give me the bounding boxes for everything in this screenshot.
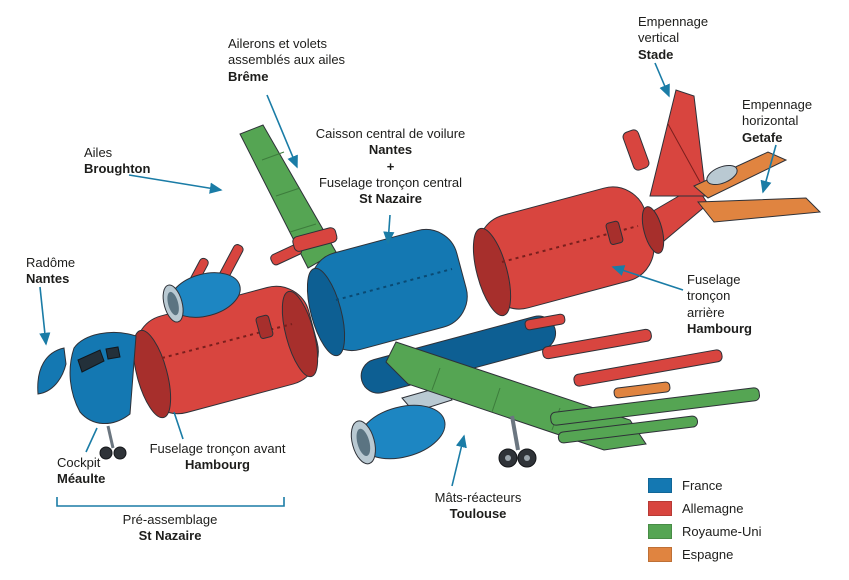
legend-item-france: France [648, 478, 761, 493]
flap-parts-right [524, 313, 760, 444]
engine-part-2 [350, 404, 446, 465]
legend-item-allemagne: Allemagne [648, 501, 761, 516]
label-cockpit-meaulte: Cockpit Méaulte [57, 455, 106, 487]
label-radome-nantes: Radôme Nantes [26, 255, 76, 287]
horizontal-stabilizer-part [693, 151, 822, 223]
vertical-stabilizer-part [622, 89, 707, 197]
legend-item-espagne: Espagne [648, 547, 761, 562]
label-empennage-horizontal-getafe: Empennage horizontal Getafe [742, 97, 813, 145]
landing-gear-part [498, 415, 537, 468]
engine-part-1 [162, 272, 241, 323]
legend-swatch-france [648, 478, 672, 493]
label-fuselage-arriere-hambourg: Fuselage tronçon arrière Hambourg [687, 272, 752, 336]
legend-swatch-royaume-uni [648, 524, 672, 539]
legend-swatch-espagne [648, 547, 672, 562]
label-ailerons-breme: Ailerons et volets assemblés aux ailes B… [228, 36, 346, 84]
label-preassemblage-st-nazaire: Pré-assemblage St Nazaire [122, 512, 218, 544]
pre-assembly-bracket [56, 497, 285, 507]
legend: France Allemagne Royaume-Uni Espagne [648, 478, 761, 570]
label-caisson-central: Caisson central de voilure Nantes + Fuse… [315, 126, 466, 206]
flap-parts-left [180, 227, 338, 303]
cockpit-part [69, 331, 137, 460]
rear-fuselage-part [472, 186, 655, 317]
label-ailes-broughton: Ailes Broughton [84, 145, 151, 177]
label-empennage-vertical-stade: Empennage vertical Stade [638, 14, 709, 62]
leader-lines [39, 62, 777, 507]
legend-item-royaume-uni: Royaume-Uni [648, 524, 761, 539]
label-fuselage-avant-hambourg: Fuselage tronçon avant Hambourg [149, 441, 286, 473]
label-mats-reacteurs-toulouse: Mâts-réacteurs Toulouse [434, 490, 522, 522]
legend-swatch-allemagne [648, 501, 672, 516]
radome-part [37, 347, 67, 395]
